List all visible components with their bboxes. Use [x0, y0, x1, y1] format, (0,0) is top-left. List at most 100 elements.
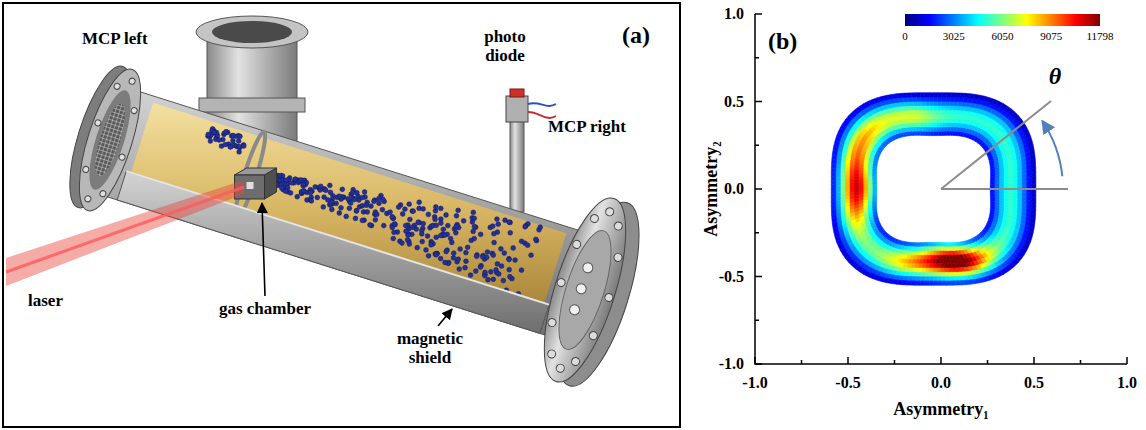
density-cell — [999, 192, 1004, 195]
port-opening — [212, 21, 292, 43]
electron-dot — [435, 251, 440, 256]
electron-dot — [433, 217, 438, 222]
laser-core — [6, 187, 244, 272]
electron-dot — [223, 142, 228, 147]
electron-dot — [491, 231, 496, 236]
electron-dot — [519, 268, 524, 273]
colorbar-tick: 9075 — [1040, 30, 1062, 42]
density-cell — [934, 255, 937, 259]
panel-letter: (b) — [768, 28, 797, 54]
electron-dot — [327, 183, 332, 188]
electron-dot — [295, 194, 300, 199]
bolt — [588, 331, 598, 341]
density-cell — [930, 114, 933, 118]
electron-dot — [350, 190, 355, 195]
electron-dot — [376, 196, 381, 201]
tick-label: -1.0 — [719, 355, 744, 373]
density-cell — [1031, 193, 1036, 197]
electron-dot — [360, 203, 365, 208]
density-cell — [937, 272, 941, 276]
bolt — [547, 349, 557, 359]
electron-dot — [347, 206, 352, 211]
flange-face — [67, 63, 154, 217]
asymmetry-plot — [755, 14, 1127, 364]
density-cell — [930, 268, 934, 272]
electron-dot — [308, 198, 313, 203]
part-label: MCP right — [548, 118, 626, 137]
density-cell — [849, 186, 854, 189]
electron-dot — [478, 232, 483, 237]
density-cell — [849, 189, 854, 192]
electron-dot — [283, 189, 288, 194]
part-label: gas chamber — [219, 300, 311, 319]
electron-dot — [407, 217, 412, 222]
density-cell — [863, 183, 868, 186]
density-cell — [929, 277, 933, 281]
bolt — [604, 293, 614, 303]
bolt — [99, 190, 107, 198]
electron-dot — [390, 214, 395, 219]
density-cell — [831, 181, 836, 185]
density-cell — [1031, 181, 1036, 185]
electron-dot — [426, 212, 431, 217]
density-cell — [1022, 196, 1027, 200]
density-cell — [942, 93, 947, 97]
panel-letter: (a) — [622, 22, 650, 48]
density-cell — [934, 272, 938, 276]
bolt — [589, 213, 599, 223]
density-cell — [927, 251, 930, 255]
axis-title: Asymmetry₂ — [702, 141, 722, 236]
electron-dot — [337, 194, 342, 199]
electron-dot — [496, 222, 501, 227]
electron-dot — [365, 210, 370, 215]
photodiode-body — [506, 96, 528, 122]
electron-dot — [465, 245, 470, 250]
electron-dot — [288, 191, 293, 196]
electron-dot — [438, 206, 443, 211]
electron-dot — [344, 214, 349, 219]
electron-dot — [457, 267, 462, 272]
electron-dot — [523, 224, 528, 229]
density-cell — [934, 268, 938, 272]
tick-mark — [755, 363, 762, 365]
electron-dot — [393, 222, 398, 227]
electron-dot — [381, 223, 386, 228]
density-cell — [925, 101, 929, 105]
density-cell — [859, 183, 864, 186]
part-label: laser — [28, 292, 63, 311]
density-cell — [1027, 181, 1032, 185]
density-cell — [836, 185, 841, 189]
electron-dot — [380, 207, 385, 212]
electron-dot — [445, 223, 450, 228]
electron-dot — [470, 220, 475, 225]
tick-mark — [755, 276, 762, 278]
electron-dot — [405, 237, 410, 242]
electron-dot — [293, 177, 298, 182]
electron-dot — [483, 270, 488, 275]
density-cell — [1013, 192, 1018, 196]
electron-dot — [237, 150, 242, 155]
electron-dot — [449, 240, 454, 245]
density-cell — [929, 272, 933, 276]
electron-dot — [513, 258, 518, 263]
tick-label: 0.0 — [724, 180, 744, 198]
bolt — [128, 77, 136, 85]
tick-mark — [755, 57, 759, 59]
density-cell — [934, 101, 938, 105]
density-cell — [929, 101, 933, 105]
density-cell — [934, 127, 937, 131]
density-cell — [934, 97, 938, 101]
density-cell — [930, 110, 934, 114]
density-cell — [941, 101, 946, 105]
electron-dot — [228, 145, 233, 150]
tick-mark — [894, 360, 896, 364]
electron-dot — [471, 210, 476, 215]
axis-title: Asymmetry₁ — [893, 400, 988, 420]
electron-dot — [231, 138, 236, 143]
density-cell — [934, 110, 938, 114]
electron-dot — [486, 277, 491, 282]
density-cell — [937, 114, 941, 118]
electron-dot — [495, 217, 500, 222]
density-cell — [868, 186, 873, 189]
